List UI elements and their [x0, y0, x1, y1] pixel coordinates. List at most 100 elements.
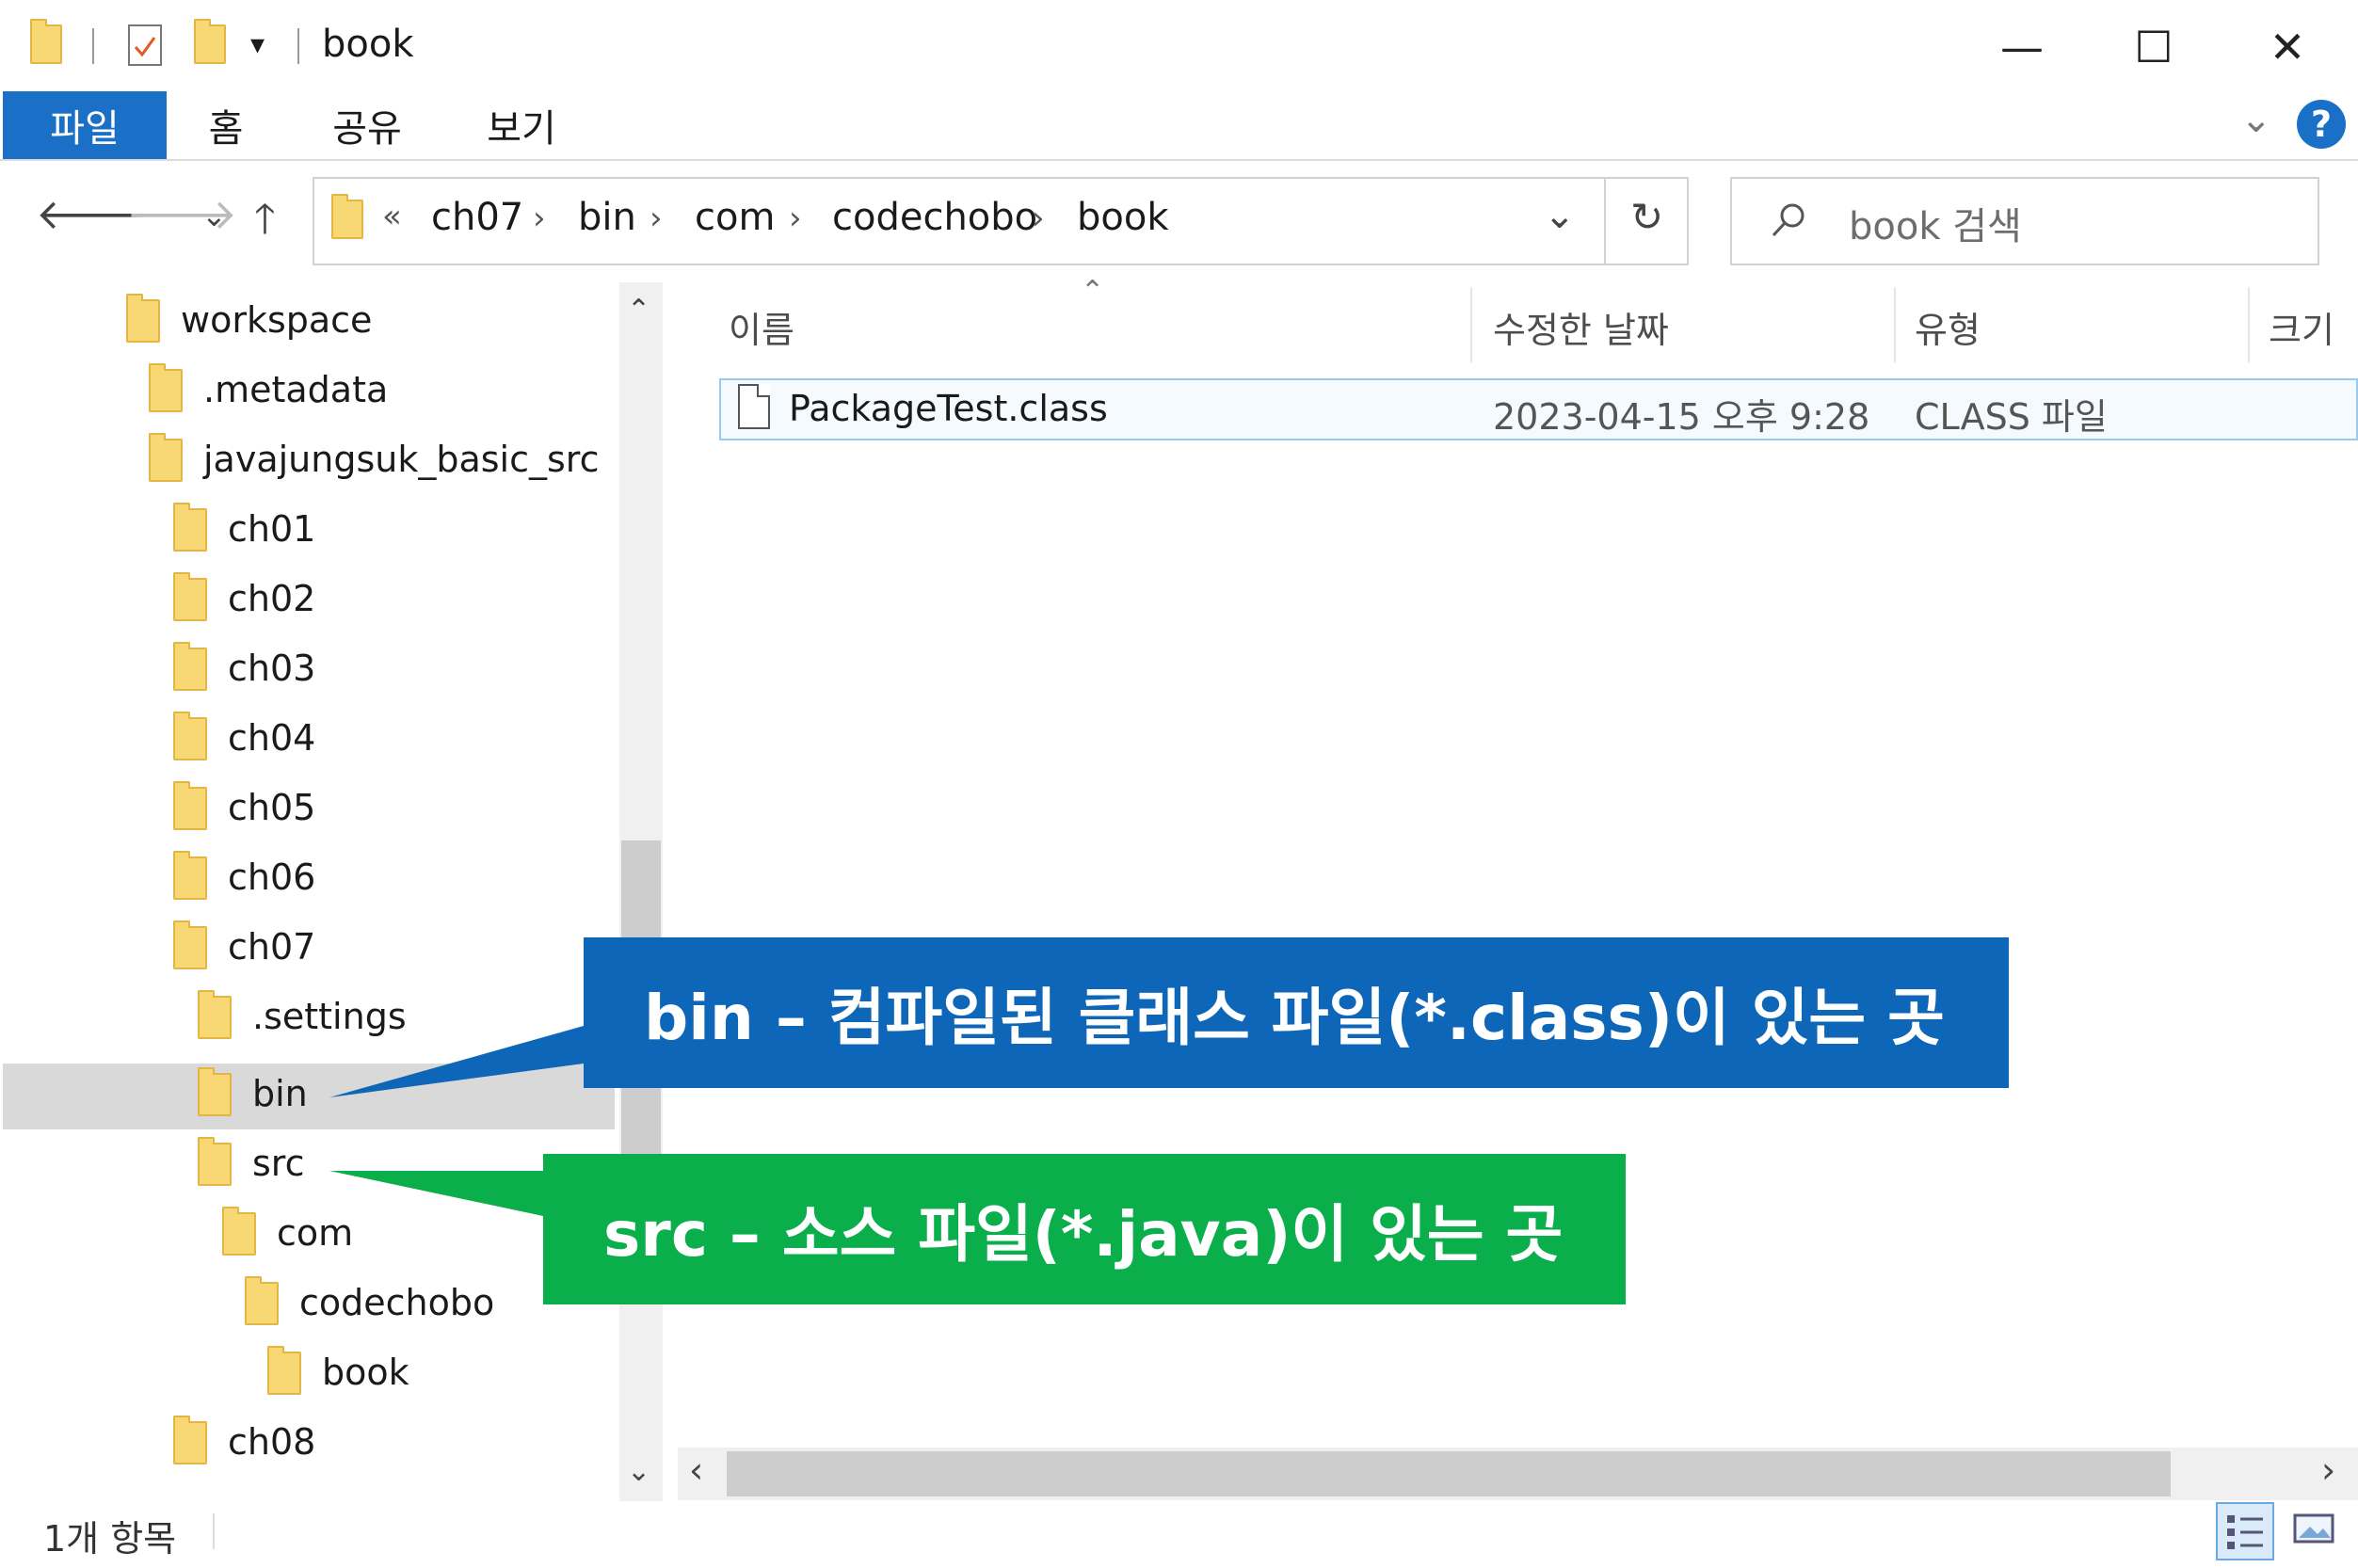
address-dropdown-icon[interactable]: ⌄	[1544, 194, 1576, 237]
sort-ascending-icon: ⌃	[1081, 275, 1105, 308]
minimize-icon: —	[2000, 22, 2044, 72]
scroll-left-icon[interactable]: ‹	[689, 1449, 704, 1491]
folder-icon	[149, 363, 183, 412]
maximize-button[interactable]: ☐	[2107, 9, 2201, 85]
horizontal-scrollbar-thumb[interactable]	[727, 1451, 2171, 1496]
forward-arrow-icon[interactable]: 🡒	[126, 191, 237, 239]
search-icon	[1768, 200, 1809, 245]
column-divider[interactable]	[1470, 287, 1472, 362]
help-icon[interactable]: ?	[2297, 100, 2346, 149]
minimize-button[interactable]: —	[1975, 9, 2069, 85]
callout-src: src – 소스 파일(*.java)이 있는 곳	[543, 1154, 1626, 1304]
tree-item-ch01[interactable]: ch01	[228, 508, 316, 550]
quick-access-dropdown-icon[interactable]: ▾	[250, 28, 265, 61]
address-folder-icon	[331, 194, 363, 239]
breadcrumb-book[interactable]: book	[1077, 196, 1169, 239]
back-arrow-icon[interactable]: 🡐	[36, 191, 147, 239]
file-type: CLASS 파일	[1915, 396, 2108, 438]
tree-item-ch06[interactable]: ch06	[228, 856, 316, 898]
chevron-right-icon: ›	[650, 200, 663, 237]
refresh-icon[interactable]: ↻	[1630, 194, 1664, 240]
callout-bin: bin – 컴파일된 클래스 파일(*.class)이 있는 곳	[584, 937, 2009, 1088]
tree-item-com[interactable]: com	[277, 1212, 354, 1254]
callout-bin-text: bin – 컴파일된 클래스 파일(*.class)이 있는 곳	[644, 982, 1945, 1054]
file-name: PackageTest.class	[789, 388, 1108, 429]
search-placeholder: book 검색	[1849, 205, 2022, 248]
tab-view[interactable]: 보기	[487, 107, 556, 151]
tree-item-ch08[interactable]: ch08	[228, 1421, 316, 1463]
folder-icon	[173, 1416, 207, 1464]
chevron-right-icon: ›	[533, 200, 546, 237]
folder-icon	[198, 990, 232, 1039]
window-title: book	[322, 23, 414, 66]
breadcrumb-ch07[interactable]: ch07	[431, 196, 524, 239]
scroll-down-icon[interactable]: ⌄	[627, 1455, 651, 1488]
folder-icon	[173, 503, 207, 552]
folder-icon	[198, 1067, 232, 1116]
maximize-icon: ☐	[2134, 22, 2174, 72]
folder-icon	[126, 294, 160, 343]
tab-home[interactable]: 홈	[208, 107, 244, 151]
column-header-type[interactable]: 유형	[1915, 310, 1981, 351]
search-input[interactable]	[1730, 177, 2319, 265]
column-header-name[interactable]: 이름	[729, 310, 794, 351]
column-header-size[interactable]: 크기	[2269, 310, 2334, 351]
tree-item-src[interactable]: src	[252, 1143, 305, 1184]
folder-icon	[173, 712, 207, 760]
tree-selection-highlight	[3, 1064, 615, 1129]
recent-locations-icon[interactable]: ⌄	[201, 198, 227, 233]
tab-file[interactable]: 파일	[3, 91, 167, 159]
tree-item-javajungsuk[interactable]: javajungsuk_basic_src	[203, 439, 600, 480]
overflow-chevron-icon[interactable]: «	[382, 198, 402, 235]
tree-item-book[interactable]: book	[322, 1352, 409, 1393]
tree-item-ch04[interactable]: ch04	[228, 717, 316, 759]
tree-item-workspace[interactable]: workspace	[181, 299, 373, 341]
separator	[213, 1513, 215, 1549]
up-arrow-icon[interactable]: 🡑	[254, 195, 276, 243]
close-icon: ✕	[2269, 22, 2306, 72]
separator	[92, 28, 94, 64]
ribbon-collapse-icon[interactable]: ⌄	[2240, 98, 2272, 141]
tree-item-ch07[interactable]: ch07	[228, 926, 316, 968]
folder-icon	[30, 19, 62, 64]
scroll-up-icon[interactable]: ⌃	[627, 294, 651, 327]
folder-icon	[198, 1137, 232, 1186]
tree-item-metadata[interactable]: .metadata	[203, 369, 389, 410]
chevron-right-icon: ›	[789, 200, 802, 237]
tree-item-ch03[interactable]: ch03	[228, 648, 316, 689]
properties-icon[interactable]	[128, 24, 162, 66]
breadcrumb-codechobo[interactable]: codechobo	[832, 196, 1038, 239]
item-count: 1개 항목	[43, 1518, 177, 1560]
new-folder-icon[interactable]	[194, 19, 226, 64]
details-view-icon[interactable]	[2216, 1502, 2274, 1560]
callout-bin-pointer	[329, 1026, 584, 1097]
table-row[interactable]	[719, 378, 2358, 440]
tree-item-ch02[interactable]: ch02	[228, 578, 316, 619]
folder-icon	[267, 1346, 301, 1395]
tree-item-bin[interactable]: bin	[252, 1073, 308, 1114]
tree-item-ch05[interactable]: ch05	[228, 787, 316, 828]
breadcrumb-bin[interactable]: bin	[578, 196, 636, 239]
column-divider[interactable]	[1894, 287, 1896, 362]
breadcrumb-com[interactable]: com	[695, 196, 776, 239]
folder-icon	[173, 920, 207, 969]
folder-icon	[173, 781, 207, 830]
address-bar[interactable]	[313, 177, 1689, 265]
column-divider[interactable]	[2248, 287, 2250, 362]
ribbon-divider	[0, 159, 2358, 161]
file-modified: 2023-04-15 오후 9:28	[1493, 396, 1870, 438]
column-header-modified[interactable]: 수정한 날짜	[1493, 310, 1669, 351]
file-icon	[738, 384, 770, 429]
folder-icon	[173, 572, 207, 621]
folder-icon	[149, 433, 183, 482]
tab-share[interactable]: 공유	[332, 107, 402, 151]
callout-src-text: src – 소스 파일(*.java)이 있는 곳	[603, 1198, 1564, 1271]
folder-icon	[173, 642, 207, 691]
scroll-right-icon[interactable]: ›	[2321, 1449, 2336, 1491]
callout-src-pointer	[329, 1171, 543, 1216]
tree-item-codechobo[interactable]: codechobo	[299, 1282, 495, 1323]
close-button[interactable]: ✕	[2240, 9, 2334, 85]
tree-item-settings[interactable]: .settings	[252, 996, 407, 1037]
large-icons-view-icon[interactable]	[2287, 1502, 2346, 1560]
